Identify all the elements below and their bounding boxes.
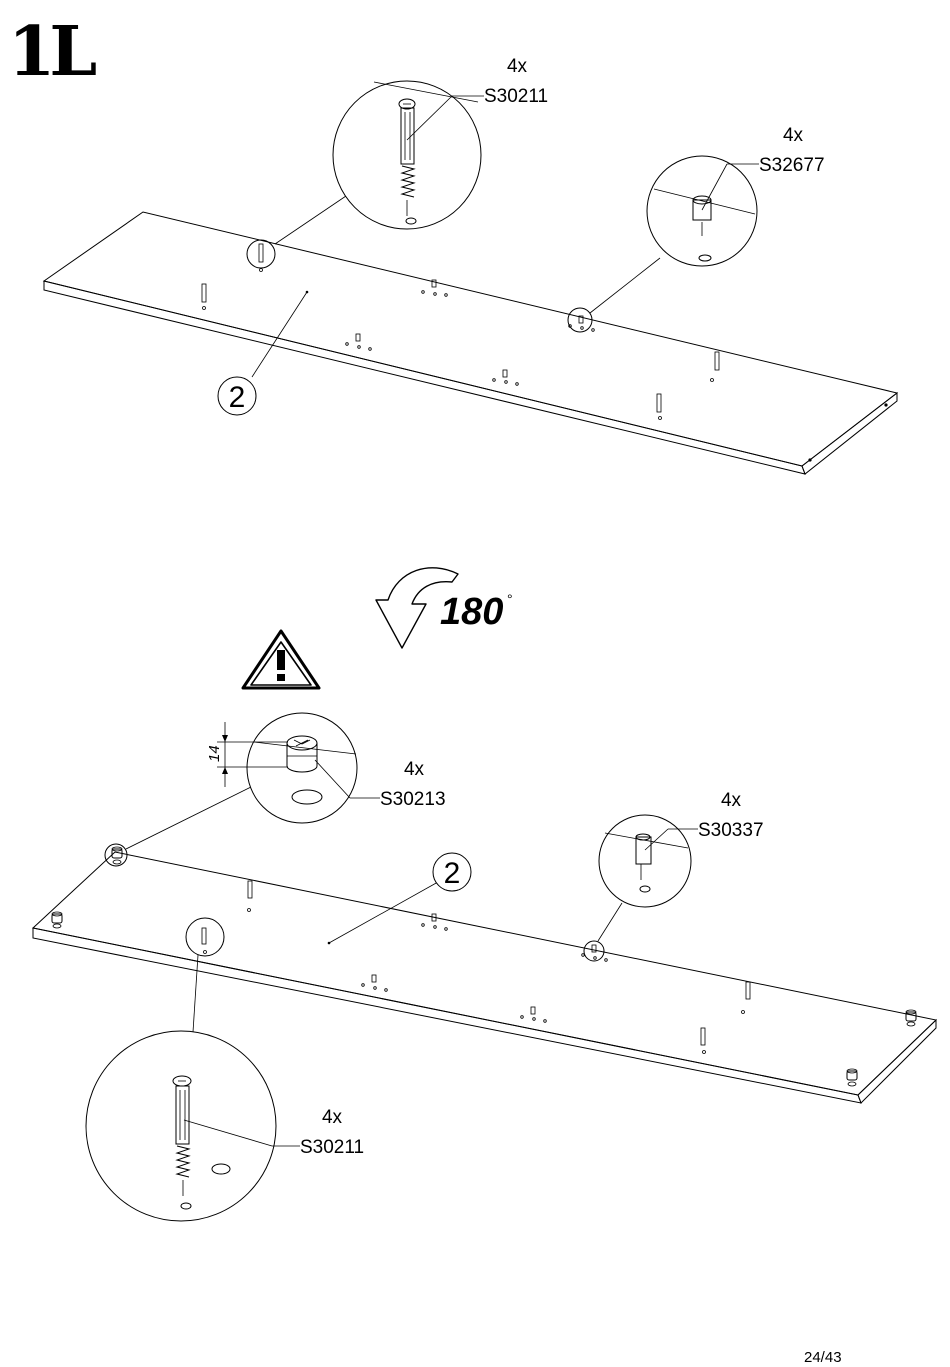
- callout-qty: 4x: [783, 125, 804, 146]
- cam-bolt-icon: [741, 981, 751, 1014]
- detail-circle: [598, 814, 692, 908]
- cam-bolt-icon: [656, 393, 662, 420]
- cam-lock-icon: [111, 846, 123, 865]
- callout-part-number: S30337: [698, 820, 764, 841]
- top-view: 2 4x S30211: [42, 56, 899, 475]
- callout-part-number: S30211: [484, 86, 548, 107]
- rotate-arrow-icon: [375, 567, 459, 649]
- cam-lock-icon: [905, 1009, 917, 1027]
- callout-qty: 4x: [507, 56, 528, 77]
- cam-bolt-icon: [398, 98, 417, 225]
- callout-part-number: S32677: [759, 155, 825, 176]
- panel-label: 2: [229, 381, 246, 414]
- cam-bolt-icon: [258, 243, 264, 272]
- callout-qty: 4x: [322, 1107, 343, 1128]
- dowel-icon: [635, 833, 652, 893]
- cam-bolt-icon: [700, 1027, 706, 1054]
- detail-circle: [332, 80, 482, 230]
- dimension-value: 14: [206, 745, 223, 762]
- panel-label-circle: [217, 376, 257, 416]
- callout-part-number: S30213: [380, 789, 446, 810]
- cam-bolt-icon: [710, 351, 720, 382]
- panel-2-bottom: [31, 851, 938, 1104]
- panel-label-circle: [432, 852, 472, 892]
- rotation-value: 180: [440, 591, 503, 633]
- cam-bolt-icon: [247, 880, 253, 912]
- panel-label: 2: [444, 857, 461, 890]
- step-number: 1L: [8, 12, 97, 92]
- detail-circle: [246, 712, 358, 824]
- dowel-icon: [520, 1006, 547, 1023]
- detail-circle: [646, 155, 758, 267]
- dowel-icon: [692, 195, 712, 262]
- cam-lock-icon: [846, 1068, 858, 1087]
- dowel-icon: [492, 369, 519, 386]
- cam-bolt-icon: [172, 1075, 231, 1210]
- page-number: 24/43: [804, 1349, 842, 1366]
- callout-qty: 4x: [404, 759, 425, 780]
- warning-triangle-icon: [241, 629, 321, 690]
- dowel-icon: [421, 279, 448, 297]
- panel-2-top: [42, 211, 899, 475]
- bottom-view: 2 14 4x S30213: [31, 712, 938, 1222]
- dowel-icon: [345, 333, 372, 351]
- rotation-unit: °: [507, 591, 513, 607]
- cam-lock-icon: [286, 735, 323, 805]
- dowel-icon: [421, 913, 448, 931]
- cam-lock-icon: [51, 911, 63, 929]
- dowel-icon: [568, 315, 595, 332]
- dowel-icon: [361, 974, 388, 992]
- cam-bolt-icon: [201, 283, 207, 310]
- cam-bolt-icon: [201, 927, 207, 954]
- callout-part-number: S30211: [300, 1137, 364, 1158]
- rotation-indicator: 180 °: [375, 567, 513, 649]
- detail-circle: [85, 1030, 277, 1222]
- callout-qty: 4x: [721, 790, 742, 811]
